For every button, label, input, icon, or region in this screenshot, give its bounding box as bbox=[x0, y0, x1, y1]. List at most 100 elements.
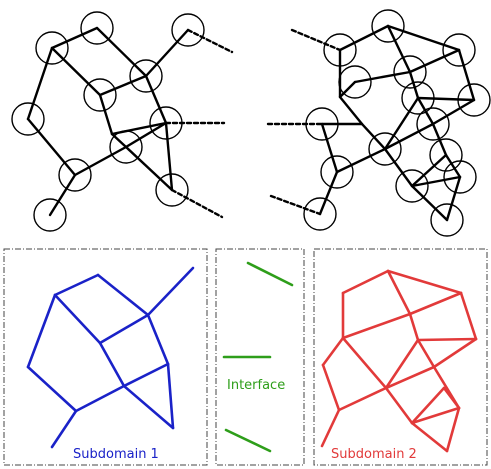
graph-node bbox=[109, 130, 143, 164]
graph-edge bbox=[341, 312, 412, 340]
graph-edge bbox=[26, 365, 78, 413]
graph-edge bbox=[416, 337, 478, 342]
graph-edge bbox=[353, 70, 412, 84]
graph-edge bbox=[124, 121, 168, 149]
graph-edge bbox=[341, 336, 388, 390]
graph-edge bbox=[98, 313, 150, 345]
graph-edge bbox=[50, 46, 102, 97]
graph-edge bbox=[146, 313, 170, 366]
graph-edge bbox=[431, 122, 448, 157]
graph-edge bbox=[95, 26, 148, 78]
interface-box bbox=[215, 248, 305, 466]
interface-segment bbox=[224, 428, 272, 453]
graph-edge bbox=[26, 46, 54, 121]
graph-edge bbox=[416, 96, 435, 126]
graph-node bbox=[393, 55, 427, 89]
graph-edge bbox=[386, 24, 412, 74]
graph-edge bbox=[321, 363, 341, 412]
graph-edge bbox=[335, 147, 387, 174]
graph-edge bbox=[431, 98, 476, 126]
graph-edge bbox=[98, 341, 126, 388]
subdomain-2-label: Subdomain 2 bbox=[331, 447, 417, 462]
graph-edge bbox=[408, 312, 420, 342]
interface-segments bbox=[222, 261, 294, 453]
graph-edge bbox=[337, 386, 388, 412]
graph-edge bbox=[408, 291, 463, 316]
graph-node bbox=[149, 106, 183, 140]
graph-edge bbox=[408, 70, 420, 100]
graph-edge bbox=[383, 96, 420, 151]
graph-node bbox=[35, 31, 69, 65]
subdomain-1-graph bbox=[26, 266, 195, 449]
graph-edge bbox=[410, 153, 448, 188]
interface-stub-dotted bbox=[290, 28, 342, 52]
graph-edge bbox=[122, 362, 170, 388]
interface-stub-dotted bbox=[170, 188, 224, 219]
graph-edge bbox=[386, 24, 461, 52]
graph-edge bbox=[50, 409, 78, 449]
graph-edge bbox=[445, 175, 462, 222]
graph-edge bbox=[320, 122, 339, 174]
graph-node bbox=[129, 59, 163, 93]
graph-node bbox=[80, 11, 114, 45]
graph-edge bbox=[48, 173, 77, 217]
graph-edge bbox=[26, 293, 57, 369]
graph-edge bbox=[146, 266, 195, 317]
graph-node bbox=[323, 33, 357, 67]
subdomain-2-box bbox=[313, 248, 488, 466]
graph-node bbox=[368, 132, 402, 166]
graph-edge bbox=[432, 337, 478, 369]
graph-edge bbox=[320, 408, 341, 448]
subdomain-1-box bbox=[3, 248, 208, 466]
graph-node bbox=[303, 197, 337, 231]
graph-node bbox=[457, 83, 491, 117]
graph-edge bbox=[73, 145, 128, 177]
graph-edge bbox=[410, 386, 446, 425]
graph-node bbox=[320, 155, 354, 189]
graph-edge bbox=[410, 406, 461, 425]
graph-node bbox=[371, 9, 405, 43]
partition-boxes bbox=[3, 248, 488, 466]
graph-edge bbox=[164, 121, 174, 192]
graph-node bbox=[305, 107, 339, 141]
graph-edge bbox=[383, 122, 435, 151]
graph-node bbox=[171, 13, 205, 47]
subdomain-2-graph bbox=[320, 269, 478, 453]
graph-edge bbox=[318, 170, 339, 216]
graph-edge bbox=[50, 26, 99, 50]
graph-edge bbox=[124, 145, 174, 192]
graph-edge bbox=[166, 362, 175, 430]
graph-edge bbox=[122, 384, 175, 430]
graph-edge bbox=[383, 147, 414, 188]
graph-node bbox=[155, 173, 189, 207]
graph-edge bbox=[410, 421, 449, 453]
graph-edge bbox=[445, 406, 461, 453]
graph-edge bbox=[384, 338, 420, 390]
graph-node bbox=[58, 158, 92, 192]
graph-edge bbox=[416, 96, 476, 102]
graph-edge bbox=[384, 386, 414, 425]
graph-edge bbox=[338, 24, 390, 52]
graph-edge bbox=[26, 117, 77, 177]
graph-edge bbox=[410, 184, 449, 222]
graph-edge bbox=[338, 95, 364, 126]
graph-node bbox=[83, 78, 117, 112]
subdomain-1-label: Subdomain 1 bbox=[73, 447, 159, 462]
graph-edge bbox=[144, 28, 190, 78]
graph-node bbox=[429, 138, 463, 172]
graph-edge bbox=[459, 291, 478, 341]
interface-stub-dotted bbox=[269, 194, 322, 216]
graph-edge bbox=[341, 269, 390, 295]
graph-node bbox=[443, 160, 477, 194]
graph-edge bbox=[74, 384, 126, 413]
graph-edge bbox=[144, 74, 168, 125]
graph-edge bbox=[386, 269, 412, 316]
graph-edge bbox=[416, 338, 436, 369]
graph-node bbox=[401, 81, 435, 115]
graph-edge bbox=[360, 122, 387, 151]
interface-label: Interface bbox=[227, 378, 285, 393]
graph-node bbox=[395, 169, 429, 203]
interface-stub-dotted bbox=[186, 28, 234, 54]
